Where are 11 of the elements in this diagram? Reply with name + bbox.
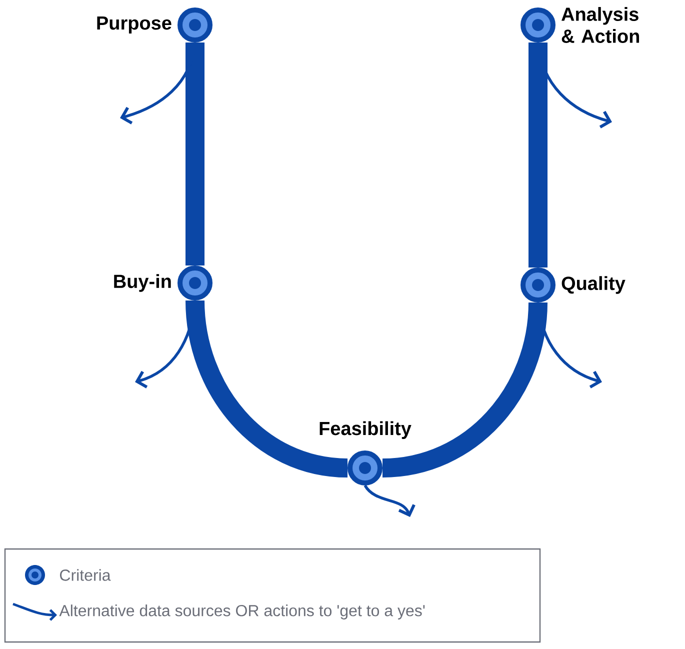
arrow [536,302,602,388]
arrow [536,42,612,128]
track-segment [382,302,548,478]
track-segment [528,42,548,268]
track-segment [186,300,348,478]
arrow [135,300,196,388]
legend-text: Alternative data sources OR actions to 'get to a yes' [59,604,425,620]
arrow [364,484,416,517]
legend-text: Criteria [60,569,111,581]
arrow [120,42,196,124]
track-segment [186,42,204,266]
